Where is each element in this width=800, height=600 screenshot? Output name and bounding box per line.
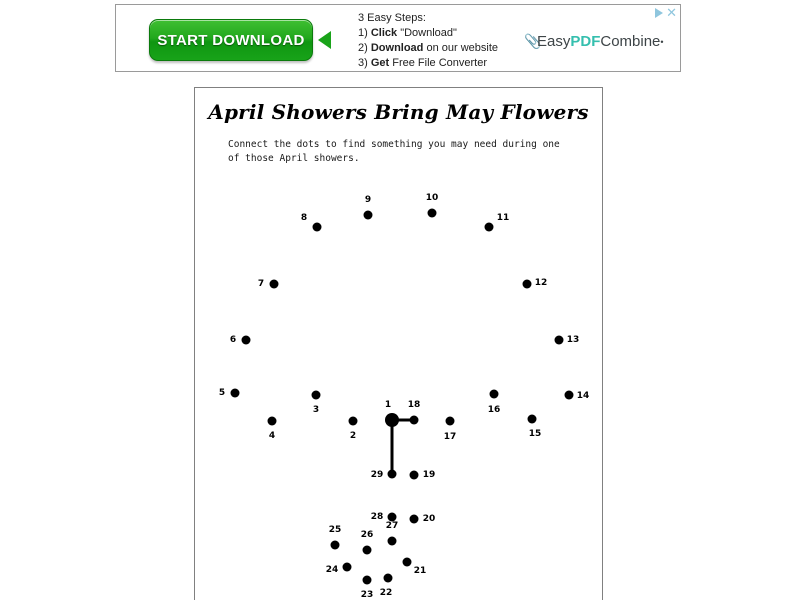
ad-steps-list: 3 Easy Steps: 1) Click "Download" 2) Dow… — [358, 11, 538, 71]
puzzle-dot-29 — [387, 469, 397, 479]
puzzle-dot-25 — [330, 540, 340, 550]
ad-step-2-num: 2) — [358, 42, 368, 54]
ad-content: START DOWNLOAD 3 Easy Steps: 1) Click "D… — [116, 5, 680, 71]
ad-step-2-rest: on our website — [423, 42, 499, 54]
dot-label-20: 20 — [422, 514, 436, 524]
ad-step-1-num: 1) — [358, 27, 368, 39]
ad-step-3-rest: Free File Converter — [389, 57, 487, 69]
logo-part-easy: Easy — [537, 33, 571, 50]
puzzle-dot-27 — [387, 536, 397, 546]
puzzle-dot-28 — [387, 512, 397, 522]
dot-label-7: 7 — [257, 279, 265, 289]
dot-label-22: 22 — [379, 588, 393, 598]
puzzle-dot-19 — [409, 470, 419, 480]
puzzle-dot-8 — [312, 222, 322, 232]
ad-step-2-bold: Download — [370, 42, 424, 54]
dot-label-29: 29 — [370, 470, 384, 480]
dot-label-8: 8 — [300, 213, 308, 223]
close-icon[interactable]: ✕ — [666, 5, 677, 20]
ad-step-1-rest: "Download" — [397, 27, 457, 39]
dot-label-24: 24 — [325, 565, 339, 575]
start-download-button[interactable]: START DOWNLOAD — [149, 19, 313, 61]
ad-step-3-bold: Get — [370, 57, 390, 69]
dot-label-1: 1 — [384, 400, 392, 410]
dot-label-23: 23 — [360, 590, 374, 600]
dot-label-19: 19 — [422, 470, 436, 480]
ad-step-1: 1) Click "Download" — [358, 26, 538, 41]
ad-step-3: 3) Get Free File Converter — [358, 56, 538, 71]
dot-label-18: 18 — [407, 400, 421, 410]
dot-label-9: 9 — [364, 195, 372, 205]
puzzle-dot-17 — [445, 416, 455, 426]
puzzle-dot-15 — [527, 414, 537, 424]
start-download-label: START DOWNLOAD — [157, 31, 305, 49]
puzzle-dot-5 — [230, 388, 240, 398]
ad-step-2: 2) Download on our website — [358, 41, 538, 56]
puzzle-dot-20 — [409, 514, 419, 524]
puzzle-dot-26 — [362, 545, 372, 555]
puzzle-dot-23 — [362, 575, 372, 585]
puzzle-dot-16 — [489, 389, 499, 399]
logo-trademark: • — [660, 36, 664, 47]
logo-part-combine: Combine — [600, 33, 661, 50]
ad-controls: ✕ — [655, 5, 677, 20]
dot-label-10: 10 — [425, 193, 439, 203]
adchoices-triangle-icon[interactable] — [655, 7, 664, 18]
dot-label-5: 5 — [218, 388, 226, 398]
puzzle-dot-12 — [522, 279, 532, 289]
page-title: April Showers Bring May Flowers — [208, 100, 589, 124]
dot-label-16: 16 — [487, 405, 501, 415]
dot-label-2: 2 — [349, 431, 357, 441]
advertisement-banner[interactable]: START DOWNLOAD 3 Easy Steps: 1) Click "D… — [115, 4, 681, 72]
puzzle-dot-24 — [342, 562, 352, 572]
puzzle-dot-2 — [348, 416, 358, 426]
puzzle-dot-6 — [241, 335, 251, 345]
left-arrow-icon — [318, 31, 331, 49]
paperclip-icon: 📎 — [524, 33, 542, 49]
ad-step-3-num: 3) — [358, 57, 368, 69]
puzzle-dot-7 — [269, 279, 279, 289]
dot-label-4: 4 — [268, 431, 276, 441]
ad-step-1-bold: Click — [370, 27, 398, 39]
puzzle-dot-10 — [427, 208, 437, 218]
puzzle-dot-21 — [402, 557, 412, 567]
ad-steps-heading: 3 Easy Steps: — [358, 12, 426, 24]
worksheet-page: April Showers Bring May Flowers Connect … — [194, 87, 603, 600]
puzzle-dot-22 — [383, 573, 393, 583]
dot-label-12: 12 — [534, 278, 548, 288]
dot-label-28: 28 — [370, 512, 384, 522]
puzzle-dot-14 — [564, 390, 574, 400]
dot-label-27: 27 — [385, 521, 399, 531]
dot-label-6: 6 — [229, 335, 237, 345]
dot-label-21: 21 — [413, 566, 427, 576]
dot-label-3: 3 — [312, 405, 320, 415]
puzzle-dot-18 — [409, 415, 419, 425]
puzzle-dot-9 — [363, 210, 373, 220]
puzzle-dot-13 — [554, 335, 564, 345]
puzzle-dot-4 — [267, 416, 277, 426]
dot-label-15: 15 — [528, 429, 542, 439]
puzzle-dot-3 — [311, 390, 321, 400]
dot-label-13: 13 — [566, 335, 580, 345]
puzzle-dot-1 — [385, 413, 399, 427]
dot-label-14: 14 — [576, 391, 590, 401]
puzzle-dot-11 — [484, 222, 494, 232]
dot-label-25: 25 — [328, 525, 342, 535]
dot-label-26: 26 — [360, 530, 374, 540]
instructions-text: Connect the dots to find something you m… — [228, 139, 560, 164]
logo-part-pdf: PDF — [570, 33, 601, 50]
dot-label-11: 11 — [496, 213, 510, 223]
dot-label-17: 17 — [443, 432, 457, 442]
